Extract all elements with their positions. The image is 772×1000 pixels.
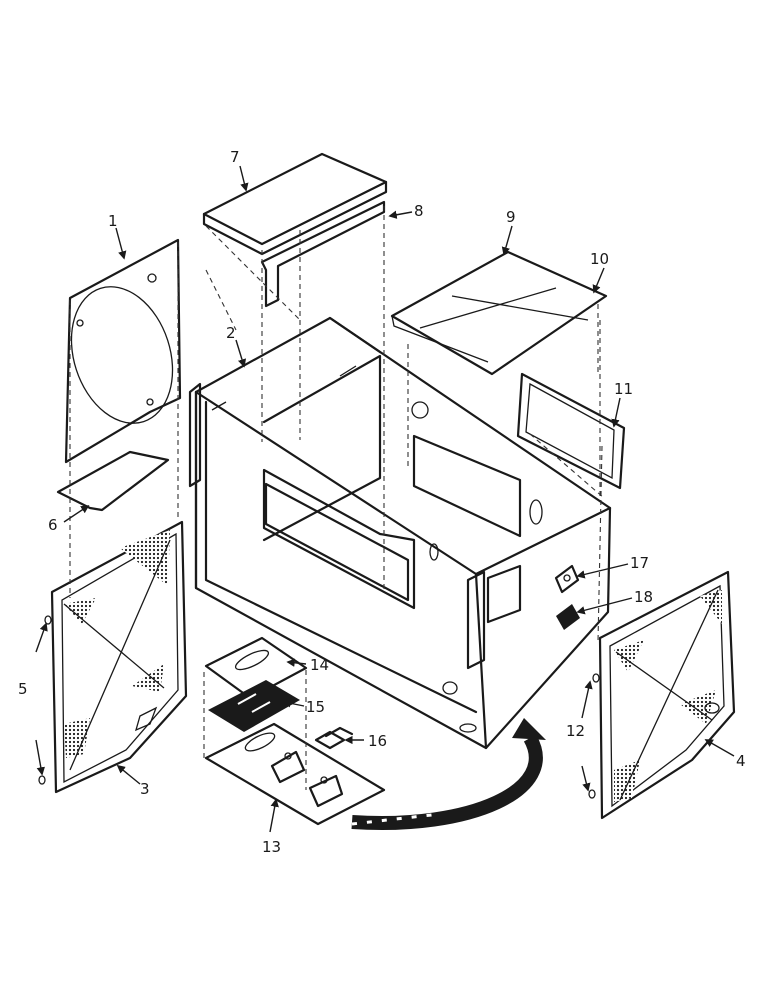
callout-18: 18 [634, 588, 653, 606]
part-17-bracket [554, 564, 580, 594]
callout-13: 13 [262, 838, 281, 856]
projection-lines [69, 206, 605, 790]
assembly-arrow [351, 718, 546, 830]
part-1-side-plate [64, 238, 182, 464]
callout-1: 1 [108, 212, 118, 230]
callout-15: 15 [306, 698, 325, 716]
callout-4: 4 [736, 752, 746, 770]
part-15-mat [208, 680, 300, 732]
callout-11: 11 [614, 380, 633, 398]
part-11-frame [516, 372, 626, 490]
part-10-panel [390, 250, 608, 376]
fasteners [38, 615, 600, 799]
callout-6: 6 [48, 516, 58, 534]
callout-5: 5 [18, 680, 28, 698]
part-8-bracket [260, 200, 386, 308]
callout-12: 12 [566, 722, 585, 740]
callout-3: 3 [140, 780, 150, 798]
callout-17: 17 [630, 554, 649, 572]
callout-7: 7 [230, 148, 240, 166]
part-18-latch [556, 604, 580, 630]
callout-10: 10 [590, 250, 609, 268]
part-2-main-frame [188, 316, 612, 750]
callout-9: 9 [506, 208, 516, 226]
callout-2: 2 [226, 324, 236, 342]
part-14-plate [204, 636, 308, 700]
part-16-clips [314, 726, 354, 750]
callout-16: 16 [368, 732, 387, 750]
callouts: 1 2 3 4 5 6 7 8 9 10 11 12 13 14 15 16 1… [18, 148, 746, 856]
callout-14: 14 [310, 656, 329, 674]
part-13-floor-plate [204, 722, 386, 826]
part-4-right-door [598, 570, 736, 820]
leader-lines [35, 165, 735, 833]
part-3-left-door [50, 520, 188, 794]
part-6-small-plate [56, 450, 170, 512]
callout-8: 8 [414, 202, 424, 220]
part-7-top-cover [202, 152, 388, 256]
